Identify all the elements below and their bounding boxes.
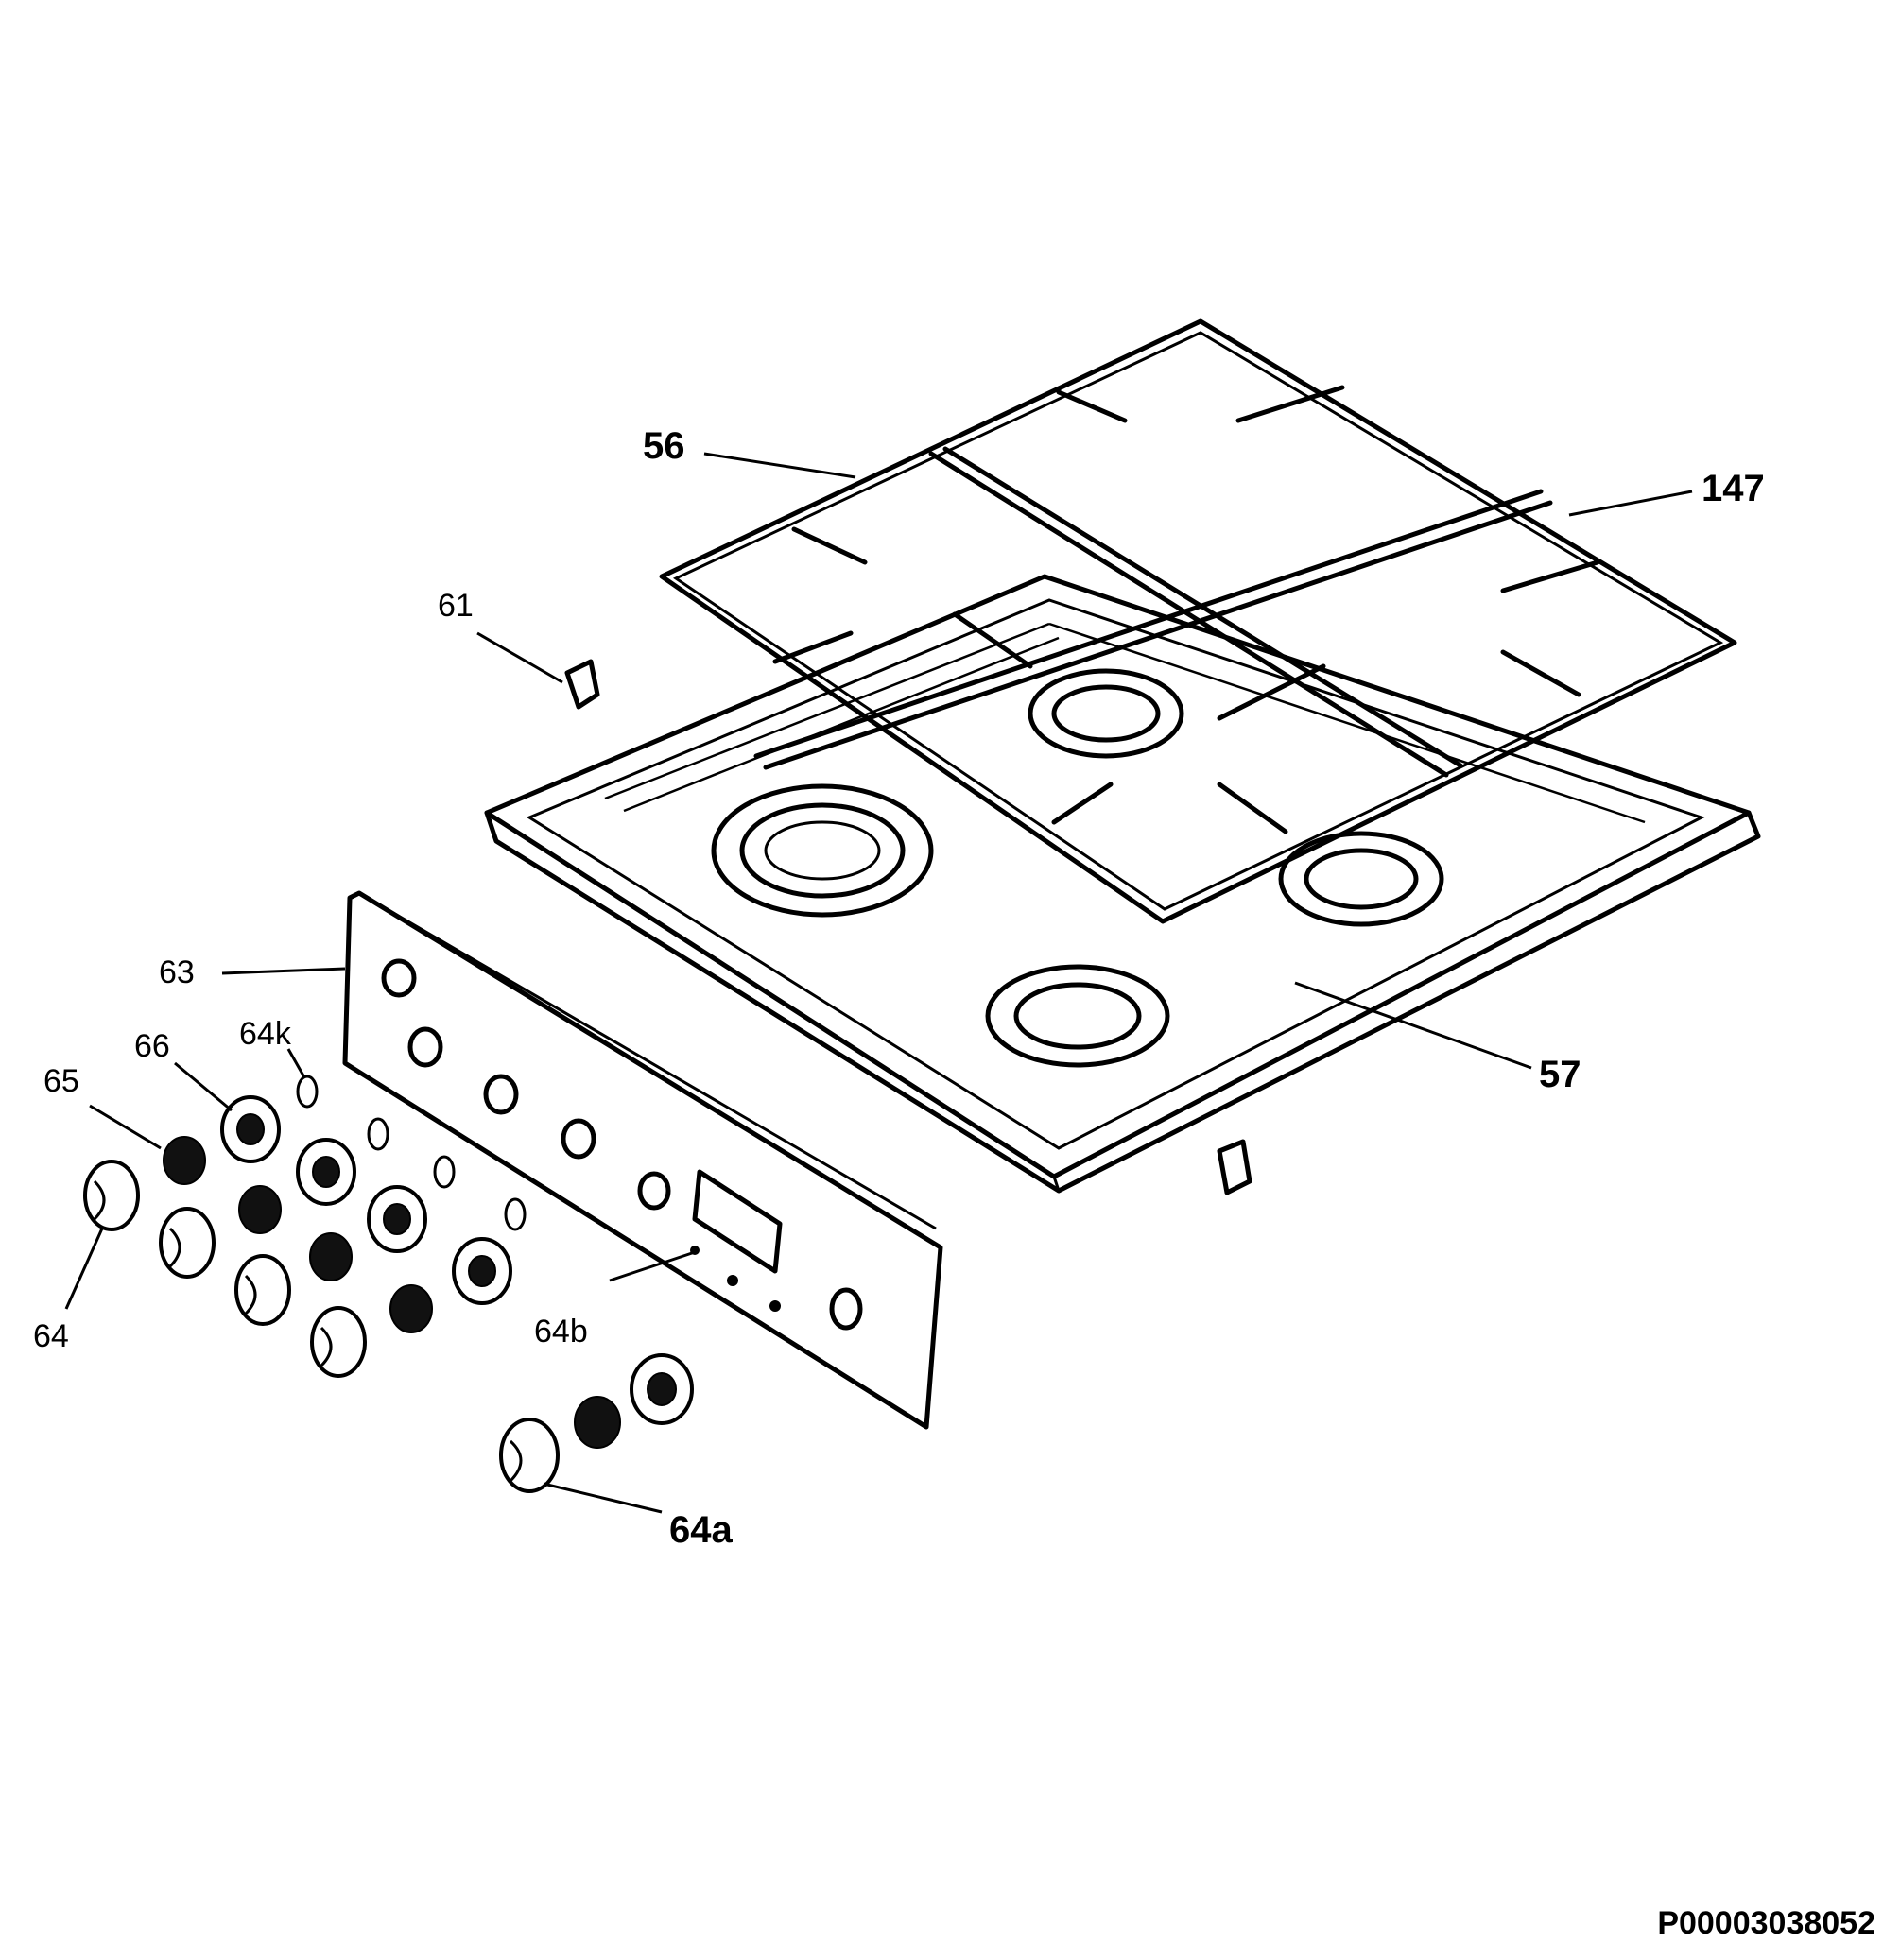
label-65: 65 xyxy=(43,1063,79,1099)
label-61: 61 xyxy=(438,588,474,624)
knob-64-4 xyxy=(310,1306,367,1378)
label-66: 66 xyxy=(134,1028,170,1064)
hob-top-57 xyxy=(484,574,1761,1194)
burner-left-front xyxy=(711,783,934,918)
label-64b: 64b xyxy=(534,1314,588,1350)
knob-64-3 xyxy=(234,1254,291,1326)
spring-65 xyxy=(163,1136,621,1449)
label-64: 64 xyxy=(33,1318,69,1354)
knob-64a xyxy=(499,1418,560,1493)
leader-lines xyxy=(64,452,1693,1514)
label-64k: 64k xyxy=(239,1016,292,1052)
clip-61 xyxy=(564,659,600,710)
spring-64k xyxy=(296,1075,527,1231)
burner-center-rear xyxy=(1028,668,1184,759)
knob-64-2 xyxy=(159,1207,216,1279)
pan-support-grid xyxy=(659,318,1737,924)
burner-right xyxy=(1278,831,1444,927)
label-56: 56 xyxy=(643,425,685,467)
label-64a: 64a xyxy=(669,1509,733,1551)
label-63: 63 xyxy=(159,954,195,990)
clip-right xyxy=(1217,1139,1252,1195)
control-panel-63 xyxy=(342,890,943,1430)
part-labels: 56 147 61 63 66 64k 65 64 64b 64a 57 xyxy=(33,425,1765,1551)
document-id: P00003038052 xyxy=(1657,1905,1875,1941)
knob-64 xyxy=(83,1160,140,1231)
label-147: 147 xyxy=(1702,468,1765,509)
label-57: 57 xyxy=(1539,1054,1581,1095)
ring-66 xyxy=(220,1095,694,1425)
burner-front xyxy=(985,964,1170,1068)
